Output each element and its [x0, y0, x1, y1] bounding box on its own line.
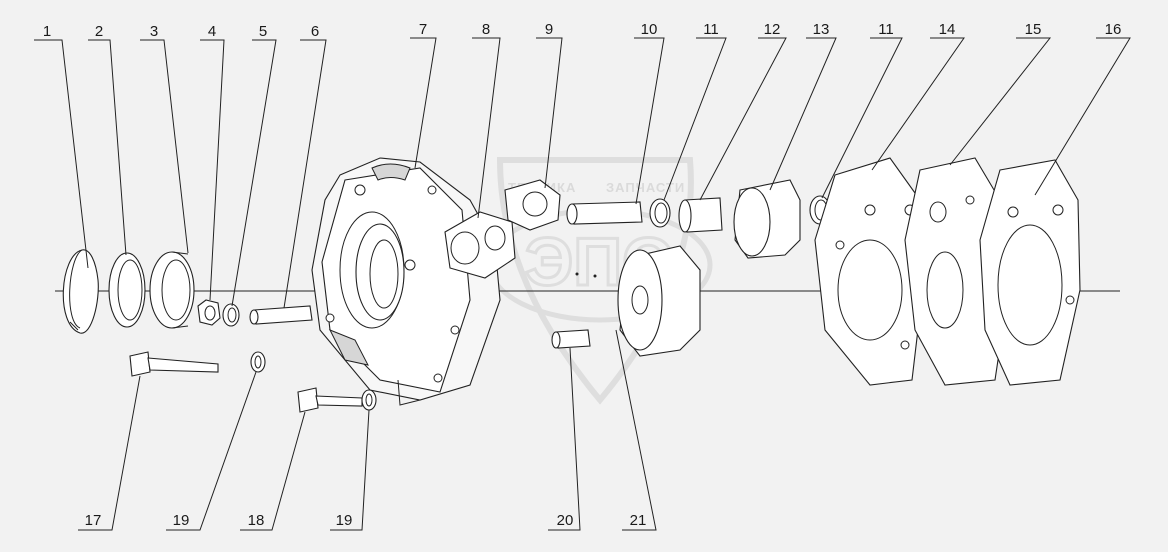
callout-1: 1	[43, 23, 51, 40]
part-16-cover	[979, 159, 1081, 386]
part-19b-washer	[361, 389, 377, 411]
part-14-gasket	[814, 157, 926, 386]
watermark-text-right: ЗАПЧАСТИ	[606, 180, 685, 195]
callout-2: 2	[95, 23, 103, 40]
callout-4: 4	[208, 23, 216, 40]
callout-11: 11	[703, 21, 719, 38]
callout-20: 20	[557, 512, 574, 529]
part-4-nut	[197, 299, 221, 326]
part-19-washer	[250, 351, 266, 373]
part-9-union	[504, 179, 561, 231]
callout-6: 6	[311, 23, 319, 40]
callout-21: 21	[630, 512, 647, 529]
part-18-bolt	[297, 387, 363, 413]
callout-13: 13	[813, 21, 830, 38]
callouts-bottom: 17 19 18 19 20 21	[85, 512, 647, 529]
part-6-pin	[249, 305, 313, 325]
callout-3: 3	[150, 23, 158, 40]
part-3-seal	[149, 251, 195, 329]
callout-7: 7	[419, 21, 427, 38]
callout-14: 14	[939, 21, 956, 38]
callout-5: 5	[259, 23, 267, 40]
callout-15: 15	[1025, 21, 1042, 38]
part-20-dowel	[551, 329, 591, 349]
callout-18: 18	[248, 512, 265, 529]
part-11-oring	[649, 198, 671, 228]
callout-19b: 19	[336, 512, 353, 529]
callout-17: 17	[85, 512, 102, 529]
callouts-top: 1 2 3 4 5 6 7 8 9 10 11 12 13 11 14 15 1…	[43, 21, 1122, 40]
leader-lines	[34, 37, 1131, 531]
part-21-gear	[575, 245, 701, 357]
callout-9: 9	[545, 21, 553, 38]
part-15-plate	[904, 157, 1011, 386]
part-5-washer	[222, 303, 240, 327]
part-10-shaft	[566, 201, 643, 225]
part-12-bushing	[678, 197, 723, 233]
callout-10: 10	[641, 21, 658, 38]
part-7-housing	[311, 157, 501, 406]
callout-11b: 11	[878, 21, 894, 38]
part-1-snap-ring	[62, 249, 99, 334]
part-17-bolt	[129, 351, 219, 377]
callout-16: 16	[1105, 21, 1122, 38]
part-13-gear	[733, 179, 801, 259]
callout-12: 12	[764, 21, 781, 38]
part-8-fitting	[444, 211, 516, 279]
callout-8: 8	[482, 21, 490, 38]
part-2-ring	[108, 252, 146, 328]
callout-19: 19	[173, 512, 190, 529]
